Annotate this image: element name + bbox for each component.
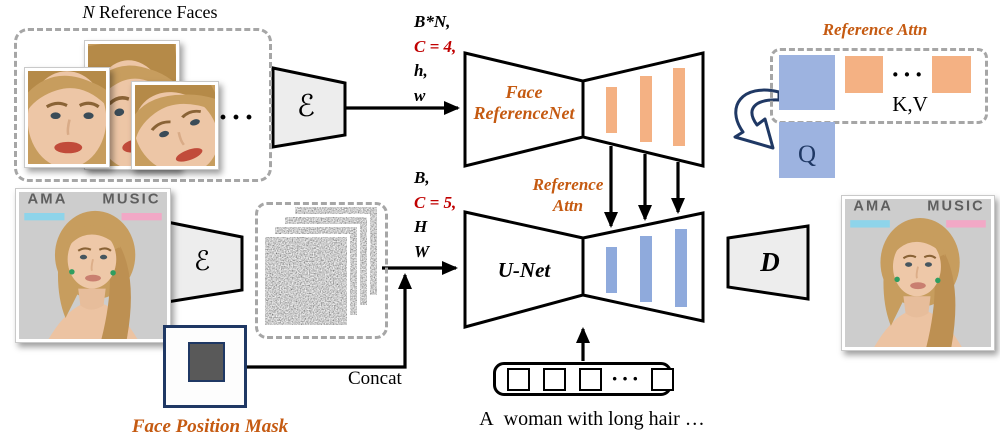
face-position-mask-box xyxy=(163,325,247,408)
kv-ellipsis: ··· xyxy=(891,60,927,89)
unet-label: U-Net xyxy=(497,258,551,282)
prompt-caption: A woman with long hair … xyxy=(479,408,705,430)
dim-width: w xyxy=(414,85,426,105)
refnet-label-line1: Face xyxy=(505,82,543,102)
reference-attn-box-title: Reference Attn xyxy=(822,20,928,39)
dim-height: H xyxy=(414,217,428,236)
token-square xyxy=(543,367,566,391)
kv-blue-square xyxy=(779,55,835,110)
unet-feature-bar xyxy=(675,229,687,307)
arrows xyxy=(247,101,685,369)
dim-height: h, xyxy=(414,61,428,80)
kv-orange-square-2 xyxy=(932,56,971,93)
unet-feature-bar xyxy=(640,236,652,302)
noise-latent-stack xyxy=(262,204,380,328)
encoder-top-trapezoid xyxy=(271,66,347,149)
arrow-concat-path xyxy=(247,273,412,369)
refnet-label-line2: ReferenceNet xyxy=(473,103,575,123)
backdrop-text-left: AMA xyxy=(853,199,892,215)
refnet-feature-bar xyxy=(640,76,652,142)
refnet-feature-bar xyxy=(606,87,617,133)
token-ellipsis: ··· xyxy=(611,366,643,391)
noise-latents-box xyxy=(255,202,388,339)
reference-faces-title: N Reference Faces xyxy=(40,2,260,23)
kv-orange-square-1 xyxy=(845,56,883,93)
concat-label: Concat xyxy=(348,368,402,389)
backdrop-text-left: AMA xyxy=(27,192,67,208)
decoder-trapezoid xyxy=(726,224,810,301)
refattn-line2: Attn xyxy=(552,196,584,215)
decoder-glyph: D xyxy=(760,247,780,277)
token-square xyxy=(579,367,602,391)
face-position-mask-region xyxy=(188,342,225,382)
output-photo-image: AMA MUSIC xyxy=(845,199,991,347)
reference-faces-box xyxy=(14,28,272,182)
title-n: N xyxy=(82,2,95,22)
q-label: Q xyxy=(797,141,817,168)
reference-face-photo-left xyxy=(24,67,110,168)
reference-attn-box xyxy=(770,48,988,124)
reference-faces-ellipsis: ··· xyxy=(218,101,258,134)
encoder-top-glyph: ℰ xyxy=(296,89,316,124)
input-photo: AMA MUSIC xyxy=(15,188,171,343)
dims-top: B*N, C = 4, h, w xyxy=(414,10,456,108)
q-blue-square: Q xyxy=(779,122,835,178)
dim-channels: C = 5, xyxy=(414,192,457,212)
face-referencenet-block xyxy=(463,51,705,168)
dim-batch: B*N, xyxy=(414,12,451,31)
backdrop-text-right: MUSIC xyxy=(927,199,984,215)
encoder-bottom-glyph: ℰ xyxy=(193,246,211,277)
dim-channels: C = 4, xyxy=(414,36,457,56)
face-photo-icon xyxy=(28,71,106,164)
token-square xyxy=(651,367,675,391)
face-photo-icon xyxy=(135,85,215,166)
dim-batch: B, xyxy=(414,168,430,187)
dim-width: W xyxy=(414,241,430,261)
refattn-line1: Reference xyxy=(532,175,604,194)
kv-label: K,V xyxy=(892,92,928,116)
unet-block xyxy=(463,210,705,329)
output-photo: AMA MUSIC xyxy=(841,195,995,351)
token-square xyxy=(507,367,530,391)
dims-bottom: B, C = 5, H W xyxy=(414,166,456,264)
refnet-feature-bar xyxy=(673,68,685,146)
unet-feature-bar xyxy=(606,247,617,293)
reference-face-photo-right xyxy=(131,81,219,170)
backdrop-text-right: MUSIC xyxy=(102,192,160,208)
reference-attn-mid-label: Reference Attn xyxy=(518,174,618,216)
attention-curved-arrow xyxy=(733,88,781,150)
text-prompt-token-box: ··· xyxy=(493,362,675,396)
title-rest: Reference Faces xyxy=(94,2,218,22)
face-referencenet-label: Face ReferenceNet xyxy=(466,82,582,124)
input-photo-image: AMA MUSIC xyxy=(19,192,167,339)
face-position-mask-label: Face Position Mask xyxy=(131,416,289,437)
